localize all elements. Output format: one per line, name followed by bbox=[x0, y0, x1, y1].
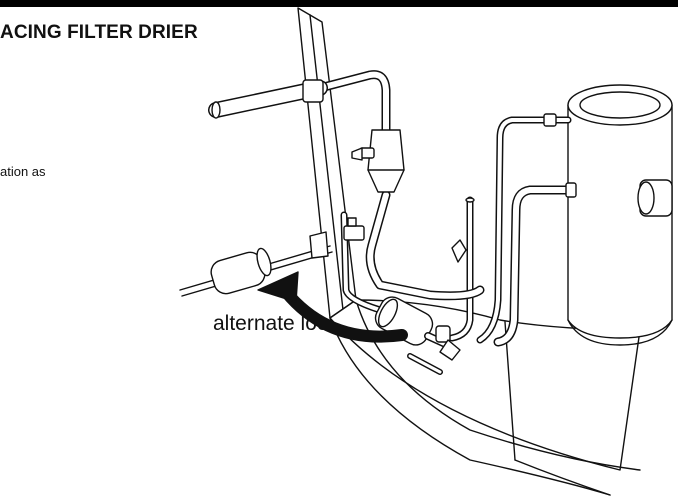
upper-pipe bbox=[208, 79, 328, 119]
header-bar bbox=[0, 0, 678, 7]
page-heading: ACING FILTER DRIER bbox=[0, 22, 198, 43]
service-valve bbox=[343, 217, 365, 241]
compressor bbox=[567, 84, 673, 346]
alternate-drier bbox=[179, 231, 333, 297]
refrigerant-tubing bbox=[315, 70, 485, 322]
upper-drier bbox=[351, 129, 405, 193]
installed-filter-drier bbox=[374, 296, 461, 375]
body-text-fragment: ation as bbox=[0, 164, 46, 179]
suction-line bbox=[493, 182, 577, 347]
curved-arrow bbox=[257, 271, 408, 343]
liquid-line bbox=[448, 196, 475, 342]
discharge-line bbox=[476, 113, 572, 344]
